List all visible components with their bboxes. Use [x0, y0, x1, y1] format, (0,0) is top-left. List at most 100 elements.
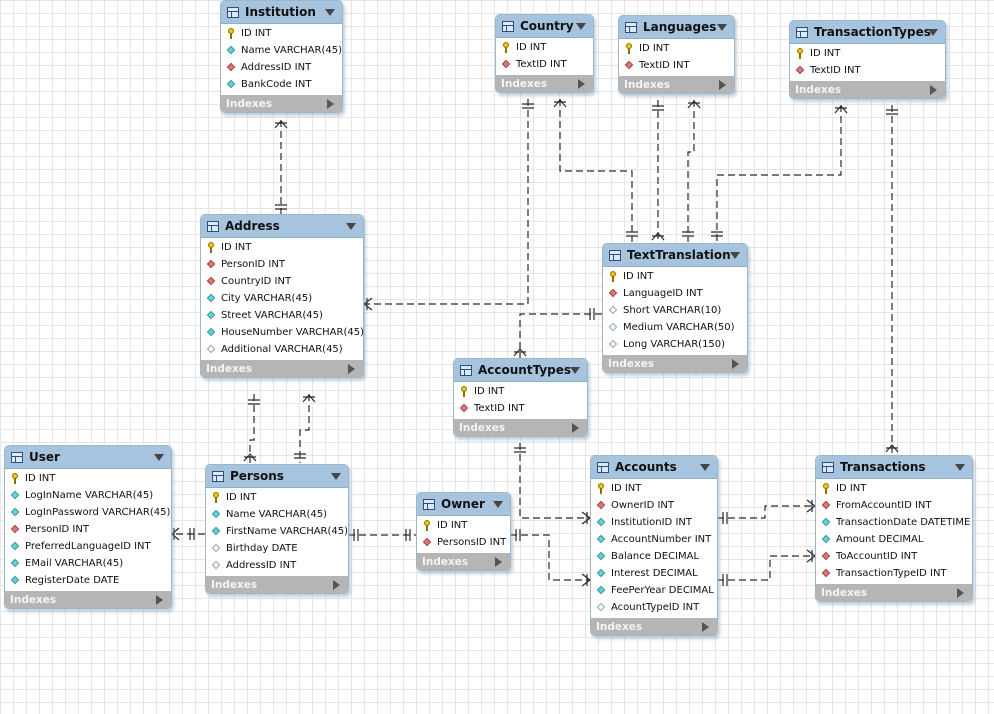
- table-header[interactable]: Accounts: [591, 456, 717, 479]
- column-row[interactable]: ID INT: [221, 25, 342, 42]
- column-row[interactable]: TransactionDate DATETIME: [816, 514, 972, 531]
- column-row[interactable]: TextID INT: [454, 400, 587, 417]
- column-row[interactable]: ID INT: [790, 45, 945, 62]
- collapse-arrow-icon[interactable]: [493, 501, 503, 508]
- column-row[interactable]: TextID INT: [496, 56, 593, 73]
- column-row[interactable]: AccountNumber INT: [591, 531, 717, 548]
- collapse-arrow-icon[interactable]: [928, 29, 938, 36]
- table-header[interactable]: Address: [201, 215, 363, 238]
- expand-arrow-icon[interactable]: [702, 622, 709, 632]
- column-row[interactable]: ID INT: [417, 517, 510, 534]
- column-row[interactable]: HouseNumber VARCHAR(45): [201, 324, 363, 341]
- column-row[interactable]: Amount DECIMAL: [816, 531, 972, 548]
- column-row[interactable]: ID INT: [454, 383, 587, 400]
- indexes-footer[interactable]: Indexes: [603, 355, 747, 372]
- collapse-arrow-icon[interactable]: [730, 252, 740, 259]
- column-row[interactable]: Additional VARCHAR(45): [201, 341, 363, 358]
- indexes-footer[interactable]: Indexes: [5, 591, 171, 608]
- collapse-arrow-icon[interactable]: [331, 473, 341, 480]
- column-row[interactable]: BankCode INT: [221, 76, 342, 93]
- column-row[interactable]: ToAccountID INT: [816, 548, 972, 565]
- expand-arrow-icon[interactable]: [348, 364, 355, 374]
- column-row[interactable]: ID INT: [5, 470, 171, 487]
- table-header[interactable]: Owner: [417, 493, 510, 516]
- collapse-arrow-icon[interactable]: [717, 24, 727, 31]
- collapse-arrow-icon[interactable]: [346, 223, 356, 230]
- column-row[interactable]: ID INT: [619, 40, 734, 57]
- column-row[interactable]: Long VARCHAR(150): [603, 336, 747, 353]
- collapse-arrow-icon[interactable]: [154, 454, 164, 461]
- column-row[interactable]: Medium VARCHAR(50): [603, 319, 747, 336]
- column-row[interactable]: ID INT: [206, 489, 348, 506]
- column-row[interactable]: TextID INT: [619, 57, 734, 74]
- collapse-arrow-icon[interactable]: [570, 367, 580, 374]
- expand-arrow-icon[interactable]: [156, 595, 163, 605]
- collapse-arrow-icon[interactable]: [325, 9, 335, 16]
- column-row[interactable]: City VARCHAR(45): [201, 290, 363, 307]
- table-header[interactable]: TextTranslation: [603, 244, 747, 267]
- expand-arrow-icon[interactable]: [333, 580, 340, 590]
- column-row[interactable]: Interest DECIMAL: [591, 565, 717, 582]
- column-row[interactable]: PreferredLanguageID INT: [5, 538, 171, 555]
- indexes-footer[interactable]: Indexes: [619, 76, 734, 93]
- column-row[interactable]: AddressID INT: [221, 59, 342, 76]
- collapse-arrow-icon[interactable]: [576, 23, 586, 30]
- expand-arrow-icon[interactable]: [957, 588, 964, 598]
- column-row[interactable]: PersonID INT: [201, 256, 363, 273]
- column-row[interactable]: ID INT: [591, 480, 717, 497]
- expand-arrow-icon[interactable]: [930, 85, 937, 95]
- column-row[interactable]: RegisterDate DATE: [5, 572, 171, 589]
- table-header[interactable]: Institution: [221, 1, 342, 24]
- column-row[interactable]: PersonsID INT: [417, 534, 510, 551]
- column-row[interactable]: LogInName VARCHAR(45): [5, 487, 171, 504]
- column-row[interactable]: LanguageID INT: [603, 285, 747, 302]
- column-row[interactable]: ID INT: [201, 239, 363, 256]
- column-row[interactable]: Balance DECIMAL: [591, 548, 717, 565]
- column-row[interactable]: EMail VARCHAR(45): [5, 555, 171, 572]
- table-header[interactable]: Transactions: [816, 456, 972, 479]
- column-row[interactable]: FromAccountID INT: [816, 497, 972, 514]
- expand-arrow-icon[interactable]: [578, 79, 585, 89]
- column-row[interactable]: ID INT: [603, 268, 747, 285]
- column-row[interactable]: Name VARCHAR(45): [221, 42, 342, 59]
- indexes-footer[interactable]: Indexes: [496, 75, 593, 92]
- indexes-footer[interactable]: Indexes: [417, 553, 510, 570]
- column-row[interactable]: TransactionTypeID INT: [816, 565, 972, 582]
- column-row[interactable]: ID INT: [816, 480, 972, 497]
- table-header[interactable]: Country: [496, 15, 593, 38]
- column-row[interactable]: FeePerYear DECIMAL: [591, 582, 717, 599]
- table-header[interactable]: Persons: [206, 465, 348, 488]
- column-row[interactable]: Name VARCHAR(45): [206, 506, 348, 523]
- column-row[interactable]: AddressID INT: [206, 557, 348, 574]
- table-header[interactable]: User: [5, 446, 171, 469]
- column-row[interactable]: PersonID INT: [5, 521, 171, 538]
- column-row[interactable]: Street VARCHAR(45): [201, 307, 363, 324]
- column-row[interactable]: ID INT: [496, 39, 593, 56]
- column-row[interactable]: LogInPassword VARCHAR(45): [5, 504, 171, 521]
- indexes-footer[interactable]: Indexes: [201, 360, 363, 377]
- collapse-arrow-icon[interactable]: [700, 464, 710, 471]
- column-row[interactable]: TextID INT: [790, 62, 945, 79]
- indexes-footer[interactable]: Indexes: [454, 419, 587, 436]
- column-row[interactable]: Birthday DATE: [206, 540, 348, 557]
- collapse-arrow-icon[interactable]: [955, 464, 965, 471]
- table-header[interactable]: Languages: [619, 16, 734, 39]
- indexes-footer[interactable]: Indexes: [221, 95, 342, 112]
- column-row[interactable]: Short VARCHAR(10): [603, 302, 747, 319]
- column-row[interactable]: FirstName VARCHAR(45): [206, 523, 348, 540]
- column-row[interactable]: CountryID INT: [201, 273, 363, 290]
- column-row[interactable]: OwnerID INT: [591, 497, 717, 514]
- table-header[interactable]: TransactionTypes: [790, 21, 945, 44]
- indexes-footer[interactable]: Indexes: [591, 618, 717, 635]
